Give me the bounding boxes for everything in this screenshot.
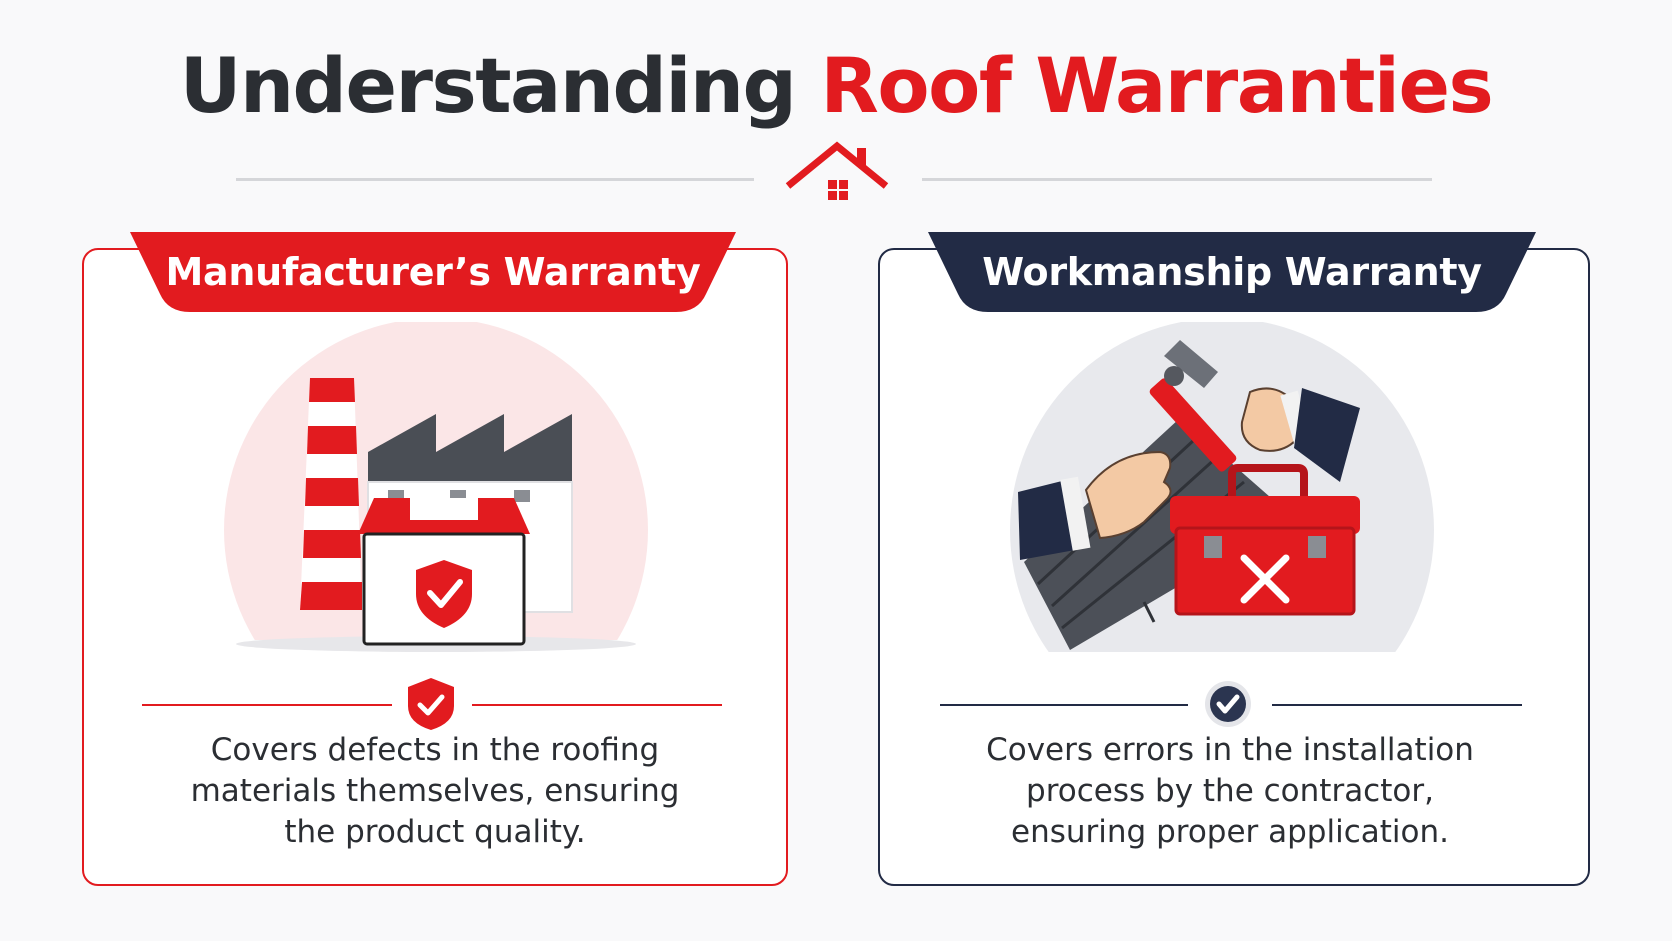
manufacturer-divider-left xyxy=(142,704,392,706)
title-part-1: Understanding xyxy=(179,41,797,130)
workmanship-divider-left xyxy=(940,704,1188,706)
manufacturer-title: Manufacturer’s Warranty xyxy=(165,250,701,294)
workmanship-divider-right xyxy=(1272,704,1522,706)
banner-shape xyxy=(130,232,736,312)
factory-icon xyxy=(218,322,654,662)
page-title: Understanding Roof Warranties xyxy=(0,36,1672,136)
hammer-icon xyxy=(1149,340,1237,472)
title-rule-left xyxy=(236,178,754,181)
manufacturer-banner: Manufacturer’s Warranty xyxy=(130,232,736,312)
check-circle-icon xyxy=(1205,681,1251,727)
workmanship-description: Covers errors in the installation proces… xyxy=(986,732,1474,850)
house-icon xyxy=(785,141,889,200)
toolbox-icon xyxy=(1170,464,1360,616)
manufacturer-description: Covers defects in the roofing materials … xyxy=(190,732,680,850)
title-part-2: Roof Warranties xyxy=(820,41,1493,130)
workmanship-banner: Workmanship Warranty xyxy=(928,232,1536,312)
roofing-illustration xyxy=(1004,322,1444,662)
manufacturer-divider-right xyxy=(472,704,722,706)
workmanship-title: Workmanship Warranty xyxy=(982,250,1482,294)
title-rule-right xyxy=(922,178,1432,181)
shield-check-icon xyxy=(408,678,454,730)
banner-shape xyxy=(928,232,1536,312)
